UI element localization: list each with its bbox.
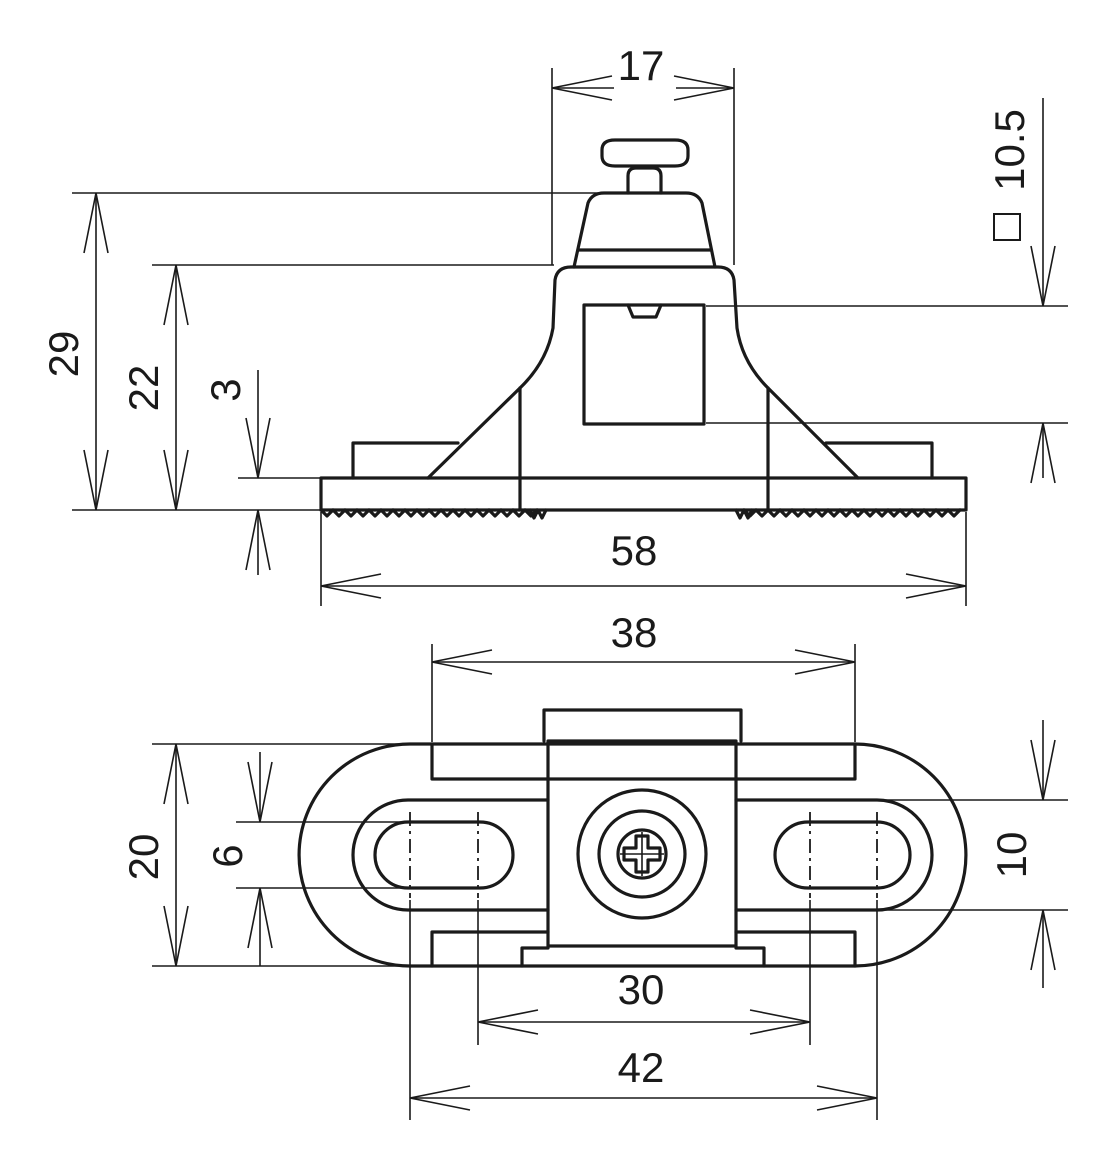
phillips-cross [622,834,662,874]
base-outline [297,742,968,968]
dim-base-length: 58 [611,527,658,574]
upper-block [542,708,743,743]
dim-inner-width: 10 [988,832,1035,879]
screw-stem [626,166,663,195]
screw-head [600,138,690,168]
top-strap [430,742,857,781]
dim-body-height: 22 [120,365,167,412]
base-serration [319,508,962,518]
right-pad [824,441,934,480]
base-plate [319,476,968,512]
dim-total-height: 29 [40,331,87,378]
top-view-dimensions: 38 20 6 10 30 4 [120,609,1068,1120]
dim-slot-pitch-outer: 42 [618,1044,665,1091]
opening-notch [626,303,663,319]
right-slot [773,820,912,890]
bottom-strap-step [520,946,766,968]
dim-base-thickness: 3 [202,378,249,401]
clamp-body [426,265,860,480]
dim-plate-width: 38 [611,609,658,656]
dim-slot-pitch-inner: 30 [618,966,665,1013]
screw-ring-outer [576,788,708,920]
phillips-screw-icon [616,828,668,880]
square-opening [582,303,706,426]
dim-slot-width: 6 [204,844,251,867]
left-slot [373,820,515,890]
side-view-dimensions: 17 10.5 29 22 3 58 [40,42,1068,606]
top-view [297,708,968,968]
clamp-cap [572,191,717,269]
screw-ring-inner [597,809,687,899]
bottom-strap [430,930,857,968]
dim-top-width: 17 [618,42,665,89]
left-pad [351,441,460,480]
side-view [319,138,968,520]
dim-overall-width: 20 [120,834,167,881]
center-body [546,739,738,948]
dim-square-size: 10.5 [986,109,1033,191]
base-notches [528,508,754,520]
square-symbol-icon [993,213,1021,241]
flange-outline [351,798,934,912]
